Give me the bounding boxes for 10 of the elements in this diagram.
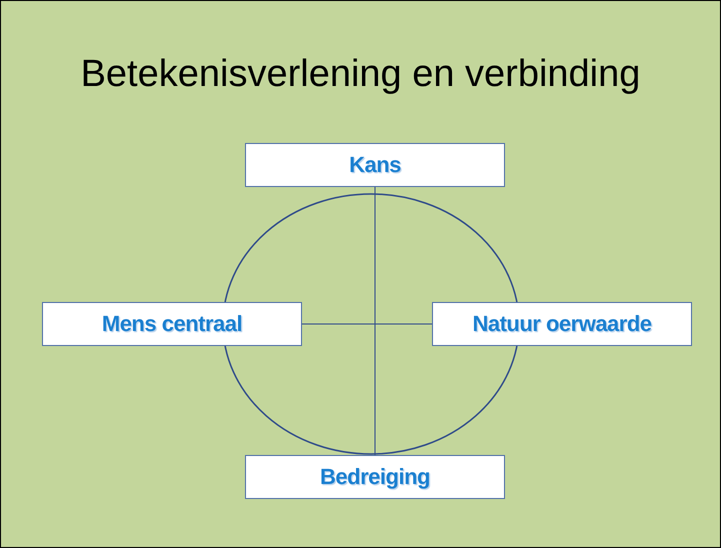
box-label: Natuur oerwaarde (472, 311, 652, 337)
label-box (245, 143, 505, 187)
label-box (245, 455, 505, 499)
label-box (432, 302, 692, 346)
title: Betekenisverlening en verbinding (80, 53, 642, 96)
label-box (42, 302, 302, 346)
box-label: Kans (349, 152, 401, 178)
connector-line (374, 186, 376, 456)
box-label: Mens centraal (102, 311, 242, 337)
box-label: Bedreiging (320, 464, 430, 490)
